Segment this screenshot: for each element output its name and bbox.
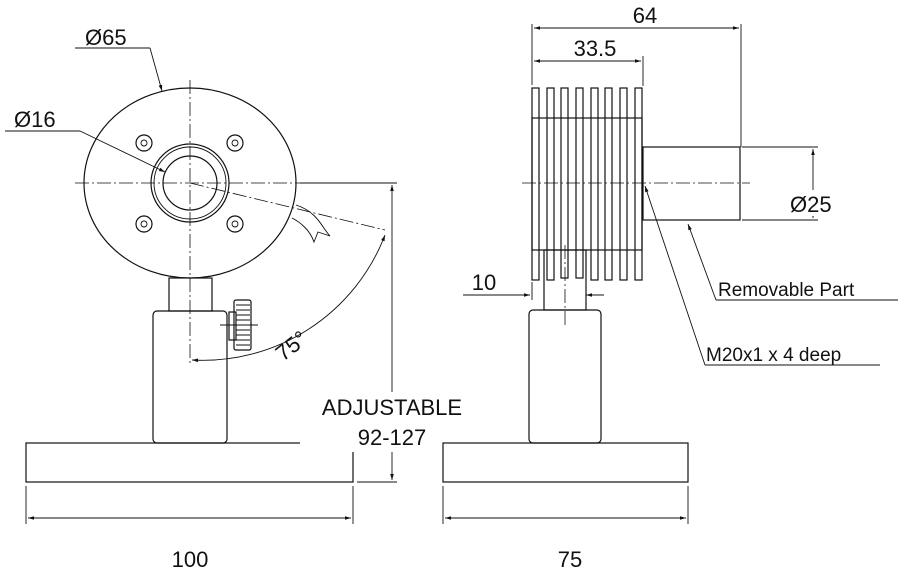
thread-label: M20x1 x 4 deep — [706, 345, 841, 366]
removable-cylinder — [642, 146, 741, 221]
side-base — [442, 442, 689, 483]
side-post-holder — [528, 309, 602, 444]
removable-part-label: Removable Part — [718, 280, 855, 301]
mount-holes — [135, 134, 244, 233]
tilt-angle-label: 75° — [271, 326, 313, 366]
rotation-arrow-icon — [291, 204, 331, 244]
bore-diameter-label: Ø16 — [14, 107, 56, 132]
base — [25, 442, 354, 483]
base-width-label: 100 — [172, 547, 209, 572]
side-base-width-label: 75 — [558, 547, 582, 572]
post — [168, 277, 213, 312]
front-view: Ø65 Ø16 75° ADJUSTABLE 92-127 100 — [5, 25, 485, 572]
overall-length-label: 64 — [633, 3, 657, 28]
height-label: ADJUSTABLE — [322, 395, 462, 420]
stem-width-label: 10 — [472, 270, 496, 295]
cylinder-diameter-label: Ø25 — [790, 192, 832, 217]
height-range: 92-127 — [358, 425, 427, 450]
heatsink-fins — [531, 87, 643, 281]
disc-diameter-label: Ø65 — [85, 25, 127, 50]
thumb-screw[interactable] — [220, 299, 258, 351]
side-view: 64 33.5 Ø25 10 Removable Part M20x1 x 4 … — [442, 3, 898, 572]
fin-length-label: 33.5 — [574, 36, 617, 61]
